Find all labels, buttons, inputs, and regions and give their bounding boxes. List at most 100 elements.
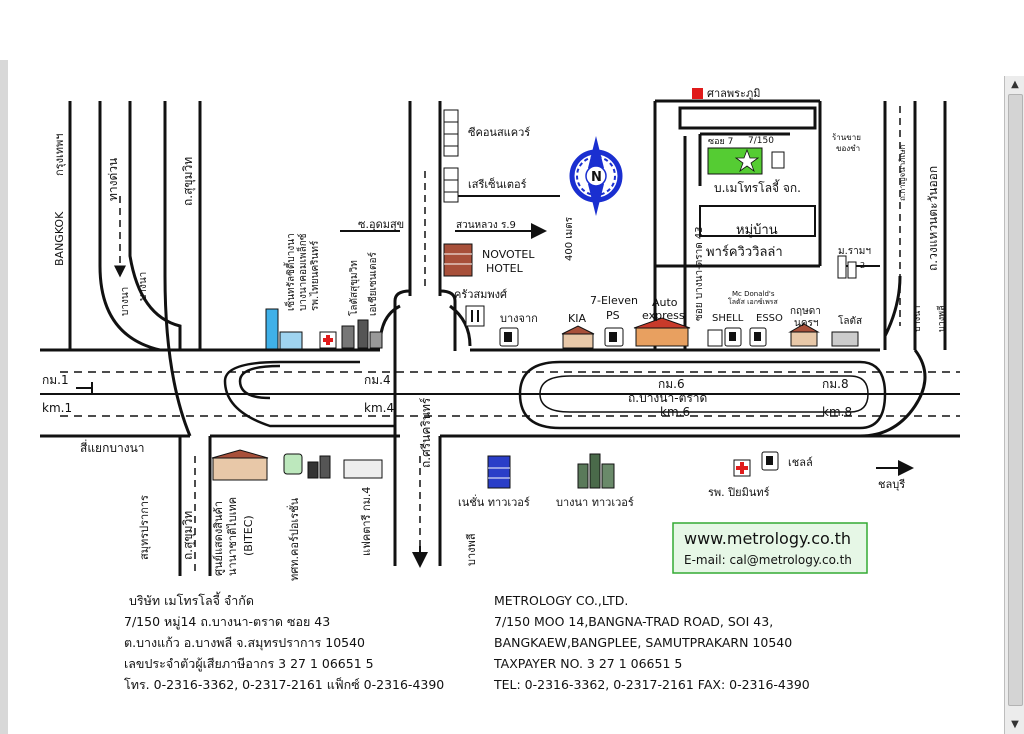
label-m-rama-1: ม.รามฯ bbox=[838, 246, 871, 257]
map-canvas: N bbox=[40, 87, 960, 581]
label-central-bangna: เซ็นทรัลซิตี้บางนา bbox=[283, 233, 297, 311]
label-bangna-trad: ถ.บางนา-ตราด bbox=[628, 391, 707, 405]
fuel-station-icon bbox=[499, 327, 519, 347]
piyamin-hospital-icon bbox=[733, 459, 751, 477]
label-bangkok-th: กรุงเทพฯ bbox=[53, 134, 66, 176]
company-location-icon bbox=[707, 147, 785, 175]
ring-road bbox=[859, 101, 947, 438]
viewer-left-edge bbox=[0, 60, 8, 734]
sarn-phra-phum-icon bbox=[692, 88, 703, 99]
side-streets bbox=[340, 195, 880, 267]
label-kia: KIA bbox=[568, 312, 586, 325]
label-krisda-2: นครฯ bbox=[794, 318, 819, 329]
label-mcdonalds-2: โลตัส เอกซ์เพรส bbox=[728, 297, 778, 306]
label-bitec-1: ศูนย์แสดงสินค้า bbox=[212, 501, 225, 576]
km1-marker bbox=[76, 382, 93, 394]
address-en: METROLOGY CO.,LTD. 7/150 MOO 14,BANGNA-T… bbox=[494, 590, 810, 695]
nation-tower-icon bbox=[487, 455, 511, 489]
bitec-icon bbox=[211, 449, 269, 481]
label-bangna-a: บางนา bbox=[120, 287, 131, 316]
label-thai-nakarin: รพ.ไทยนครินทร์ bbox=[309, 240, 321, 311]
label-company-th: บ.เมโทรโลจี้ จก. bbox=[714, 179, 801, 195]
label-unit: 7/150 bbox=[748, 136, 774, 146]
label-tot: ทศท.คอร์ปอเรชั่น bbox=[286, 497, 301, 581]
email-link[interactable]: E-mail: cal@metrology.co.th bbox=[684, 553, 852, 567]
label-km1-th: กม.1 bbox=[42, 373, 69, 387]
label-bangchak: บางจาก bbox=[500, 312, 538, 325]
label-bangna-junction: สี่แยกบางนา bbox=[80, 439, 145, 455]
road-lane-dashes bbox=[60, 371, 960, 417]
label-soi-udomsuk: ซ.อุดมสุข bbox=[358, 218, 404, 231]
address-en-line1: METROLOGY CO.,LTD. bbox=[494, 593, 629, 608]
label-novotel-2: HOTEL bbox=[486, 262, 524, 275]
label-km6-th: กม.6 bbox=[658, 377, 685, 391]
seacon-square-icon bbox=[443, 109, 459, 157]
label-soi43: ซอย บางนา-ตราด 43 bbox=[694, 226, 705, 321]
label-krisda-1: กฤษดา bbox=[790, 306, 821, 317]
label-seri-center: เสรีเซ็นเตอร์ bbox=[468, 177, 527, 191]
label-shop-2: ของชำ bbox=[836, 144, 860, 153]
label-bangkok: BANGKOK bbox=[53, 211, 66, 266]
label-ring-road: ถ.กาญจนาภิเษก bbox=[898, 145, 907, 201]
label-sarn-phra-phum: ศาลพระภูมิ bbox=[707, 87, 760, 100]
soi-43-roads bbox=[653, 99, 822, 350]
viewer-top-area bbox=[0, 0, 1024, 60]
address-th-line3: ต.บางแก้ว อ.บางพลี จ.สมุทรปราการ 10540 bbox=[124, 635, 366, 650]
auto-express-icon bbox=[633, 317, 691, 347]
address-th-line5: โทร. 0-2316-3362, 0-2317-2161 แฟ็กซ์ 0-2… bbox=[124, 677, 445, 692]
u-turn-loops bbox=[223, 360, 887, 430]
label-bangna-complex: บางนาคอมเพล็กซ์ bbox=[295, 233, 309, 311]
sukhumvit-dashes bbox=[114, 196, 196, 576]
address-th-line4: เลขประจำตัวผู้เสียภาษีอากร 3 27 1 06651 … bbox=[124, 656, 374, 671]
phone-icon bbox=[283, 453, 303, 475]
label-ps: PS bbox=[606, 309, 620, 322]
scroll-thumb[interactable] bbox=[1008, 94, 1023, 706]
central-bangna-icon bbox=[265, 308, 303, 350]
label-mcdonalds-1: Mc Donald's bbox=[732, 290, 775, 298]
label-seven-eleven: 7-Eleven bbox=[590, 294, 638, 307]
label-auto-express-1: Auto bbox=[652, 296, 678, 309]
address-th: บริษัท เมโทรโลจี้ จำกัด 7/150 หมู่14 ถ.บ… bbox=[124, 590, 444, 695]
label-bangplee-down: บางพลี bbox=[465, 533, 478, 566]
contact-box: www.metrology.co.th E-mail: cal@metrolog… bbox=[672, 522, 868, 574]
bangna-tower-icon bbox=[577, 453, 615, 489]
kia-showroom-icon bbox=[561, 325, 595, 349]
label-ring-road-top: ถ.วงแหวนตะวันออก bbox=[926, 166, 940, 271]
scroll-up-icon[interactable]: ▲ bbox=[1011, 79, 1019, 90]
label-esso: ESSO bbox=[756, 313, 783, 324]
scroll-down-icon[interactable]: ▼ bbox=[1011, 719, 1019, 730]
compass-icon: N bbox=[569, 136, 623, 216]
label-km8-th: กม.8 bbox=[822, 377, 849, 391]
label-bangna-b: บางนา bbox=[138, 272, 149, 301]
label-pier-km4: แฟคตารี กม.4 bbox=[360, 487, 373, 556]
label-shell-right: เชลล์ bbox=[788, 456, 813, 469]
address-en-line4: TAXPAYER NO. 3 27 1 06651 5 bbox=[494, 656, 683, 671]
address-en-line2: 7/150 MOO 14,BANGNA-TRAD ROAD, SOI 43, bbox=[494, 614, 774, 629]
hospital-icon bbox=[319, 331, 337, 349]
sukhumvit-roads bbox=[68, 101, 212, 576]
label-km4-en: km.4 bbox=[364, 401, 394, 415]
label-krua-sompong: ครัวสมพงศ์ bbox=[454, 288, 507, 301]
label-bangna-right-a: บางนา bbox=[913, 306, 923, 332]
vertical-scrollbar[interactable]: ▲ ▼ bbox=[1004, 76, 1024, 734]
lotus-right-icon bbox=[831, 331, 859, 347]
label-asia-center: เอเชียเซนเตอร์ bbox=[367, 252, 379, 316]
restaurant-icon bbox=[465, 305, 485, 327]
rama-village-icon bbox=[837, 255, 857, 279]
label-nation-tower: เนชั่น ทาวเวอร์ bbox=[458, 494, 530, 509]
label-bitec-3: (BITEC) bbox=[242, 515, 255, 556]
address-en-line5: TEL: 0-2316-3362, 0-2317-2161 FAX: 0-231… bbox=[494, 677, 810, 692]
srinakarin-dashes bbox=[419, 171, 426, 546]
label-km1-en: km.1 bbox=[42, 401, 72, 415]
label-village-2: พาร์ควิววิลล่า bbox=[706, 244, 783, 260]
address-en-line3: BANGKAEW,BANGPLEE, SAMUTPRAKARN 10540 bbox=[494, 635, 793, 650]
label-novotel-1: NOVOTEL bbox=[482, 248, 535, 261]
novotel-icon bbox=[443, 243, 473, 277]
label-srinakarin: ถ.ศรีนครินทร์ bbox=[419, 397, 433, 468]
label-m-rama-2: 2 bbox=[860, 261, 865, 270]
lotus-building-icon bbox=[341, 319, 383, 349]
label-auto-express-2: express bbox=[642, 309, 685, 322]
shell-esso-icons bbox=[707, 327, 767, 347]
website-link[interactable]: www.metrology.co.th bbox=[684, 529, 851, 548]
label-chonburi: ชลบุรี bbox=[878, 478, 905, 491]
